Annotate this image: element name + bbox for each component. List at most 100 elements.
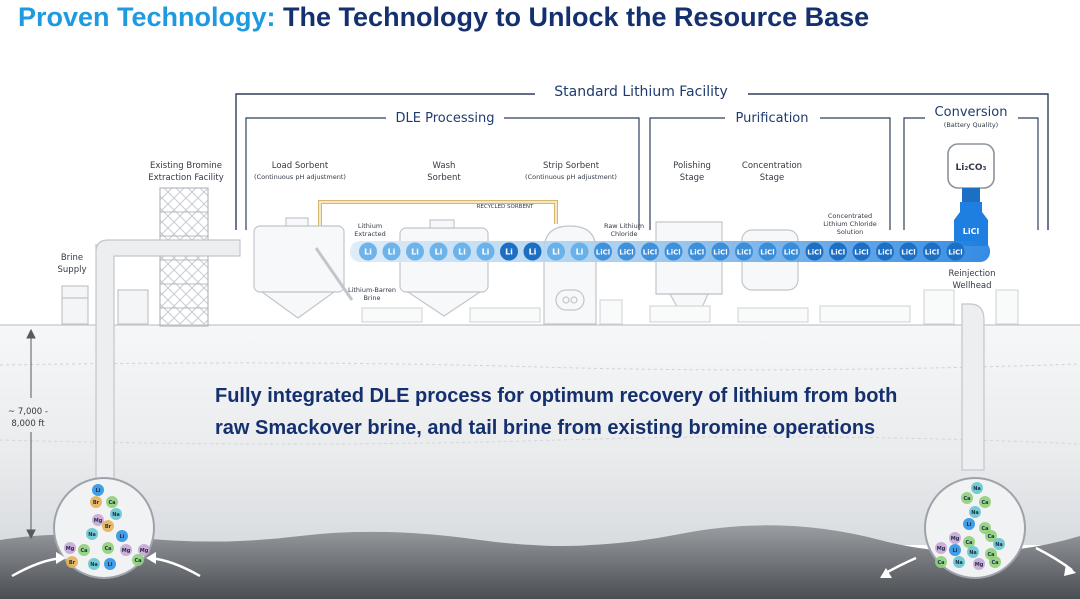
strata-line <box>0 362 1080 371</box>
ion-mg: Mg <box>935 542 947 554</box>
svg-text:Na: Na <box>973 486 981 492</box>
li-circle: Li <box>500 242 518 261</box>
ion-mg: Mg <box>138 544 150 556</box>
callout-line2: raw Smackover brine, and tail brine from… <box>215 417 876 439</box>
purification-label: Purification <box>735 111 808 126</box>
licl-circle: LiCl <box>923 242 941 261</box>
strip-sorbent-label: Strip Sorbent <box>543 161 600 171</box>
licl-circle: LiCl <box>805 242 824 261</box>
dle-processing-bracket <box>245 117 640 230</box>
licl-circle: LiCl <box>758 242 777 261</box>
page-title: Proven Technology: The Technology to Unl… <box>18 2 869 33</box>
li-circle: Li <box>523 242 542 261</box>
strata-line <box>0 436 1080 445</box>
svg-text:Li: Li <box>108 562 113 568</box>
svg-text:Ca: Ca <box>987 552 994 558</box>
lithium-extracted-line1: Lithium <box>358 222 382 230</box>
li-circle: Li <box>547 242 565 261</box>
raw-licl-line1: Raw Lithium <box>604 222 644 230</box>
ion-li: Li <box>92 484 104 496</box>
conversion-label: Conversion <box>935 105 1008 120</box>
svg-text:Na: Na <box>971 510 979 516</box>
depth-marker <box>26 328 36 540</box>
svg-text:Li: Li <box>120 534 125 540</box>
ion-ca: Ca <box>102 542 114 554</box>
svg-text:Na: Na <box>112 512 120 518</box>
depth-label-line1: ~ 7,000 - <box>8 407 48 417</box>
licl-circle: LiCl <box>735 242 753 261</box>
lithium-barren-line1: Lithium-Barren <box>348 286 396 294</box>
ground-layer <box>0 325 1080 545</box>
polishing-label-line2: Stage <box>680 173 705 183</box>
wash-sorbent-label-line2: Sorbent <box>427 173 461 183</box>
li-circle: Li <box>453 242 471 261</box>
ion-na: Na <box>969 506 981 518</box>
depth-label-line2: 8,000 ft <box>11 419 45 429</box>
svg-text:Li: Li <box>388 248 396 257</box>
ion-na: Na <box>110 508 122 520</box>
svg-text:LiCl: LiCl <box>854 249 868 257</box>
svg-text:Ca: Ca <box>991 560 998 566</box>
ion-mg: Mg <box>64 542 76 554</box>
svg-text:LiCl: LiCl <box>878 249 892 257</box>
li-circle: Li <box>429 242 448 261</box>
purification-bracket <box>649 117 891 230</box>
ion-ca: Ca <box>989 556 1001 568</box>
svg-text:Ca: Ca <box>981 526 988 532</box>
standard-facility-bracket <box>235 93 1049 230</box>
svg-text:LiCl: LiCl <box>713 249 727 257</box>
li-circle: Li <box>406 242 424 261</box>
ion-mg: Mg <box>973 558 985 570</box>
load-sorbent-label: Load Sorbent <box>272 161 329 171</box>
svg-text:Mg: Mg <box>66 546 75 552</box>
svg-text:Ca: Ca <box>104 546 111 552</box>
svg-text:Li: Li <box>552 248 560 257</box>
recycled-sorbent-label: RECYCLED SORBENT <box>477 204 534 210</box>
strip-sorbent-tank <box>543 225 597 325</box>
ion-ca: Ca <box>961 492 973 504</box>
svg-text:Ca: Ca <box>965 540 972 546</box>
svg-text:LiCl: LiCl <box>925 249 939 257</box>
load-sorbent-note: (Continuous pH adjustment) <box>254 173 346 181</box>
svg-text:Ca: Ca <box>987 534 994 540</box>
licl-circle: LiCl <box>782 242 800 261</box>
li-circle: Li <box>382 242 401 261</box>
svg-text:Mg: Mg <box>94 518 103 524</box>
ion-ca: Ca <box>132 554 144 566</box>
svg-text:Ca: Ca <box>108 500 115 506</box>
bromine-tower <box>159 187 209 327</box>
svg-text:LiCl: LiCl <box>737 249 751 257</box>
svg-text:Li: Li <box>96 488 101 494</box>
svg-text:LiCl: LiCl <box>831 249 845 257</box>
wash-sorbent-label-line1: Wash <box>433 161 456 171</box>
lithium-extracted-line2: Extracted <box>354 230 385 238</box>
li-circle: Li <box>570 242 589 261</box>
svg-text:Ca: Ca <box>963 496 970 502</box>
svg-text:LiCl: LiCl <box>619 249 633 257</box>
concentrated-licl-line2: Lithium Chloride <box>823 220 876 228</box>
licl-circle: LiCl <box>876 242 894 261</box>
li-circle: Li <box>476 242 495 261</box>
ion-na: Na <box>993 538 1005 550</box>
lithium-flow-circles: Li Li Li Li Li Li Li Li Li Li LiCl LiCl LiCl LiCl LiCl… <box>359 242 965 261</box>
ion-na: Na <box>953 556 965 568</box>
ion-mg: Mg <box>92 514 104 526</box>
ion-na: Na <box>967 546 979 558</box>
licl-circle: LiCl <box>852 242 871 261</box>
svg-text:Li: Li <box>411 248 419 257</box>
svg-text:LiCl: LiCl <box>807 249 821 257</box>
brine-supply-line1: Brine <box>61 253 83 263</box>
title-main: The Technology to Unlock the Resource Ba… <box>283 2 870 32</box>
ion-ca: Ca <box>985 530 997 542</box>
li-circle: Li <box>359 242 377 261</box>
concentration-label-line1: Concentration <box>742 161 802 171</box>
ground-skids <box>361 289 1019 325</box>
brine-supply-line2: Supply <box>58 265 87 275</box>
ion-br: Br <box>90 496 102 508</box>
licl-circle: LiCl <box>946 242 965 261</box>
strip-sorbent-note: (Continuous pH adjustment) <box>525 173 617 181</box>
bromine-label-line1: Existing Bromine <box>150 161 222 171</box>
raw-licl-line2: Chloride <box>610 230 637 238</box>
svg-text:Mg: Mg <box>975 562 984 568</box>
